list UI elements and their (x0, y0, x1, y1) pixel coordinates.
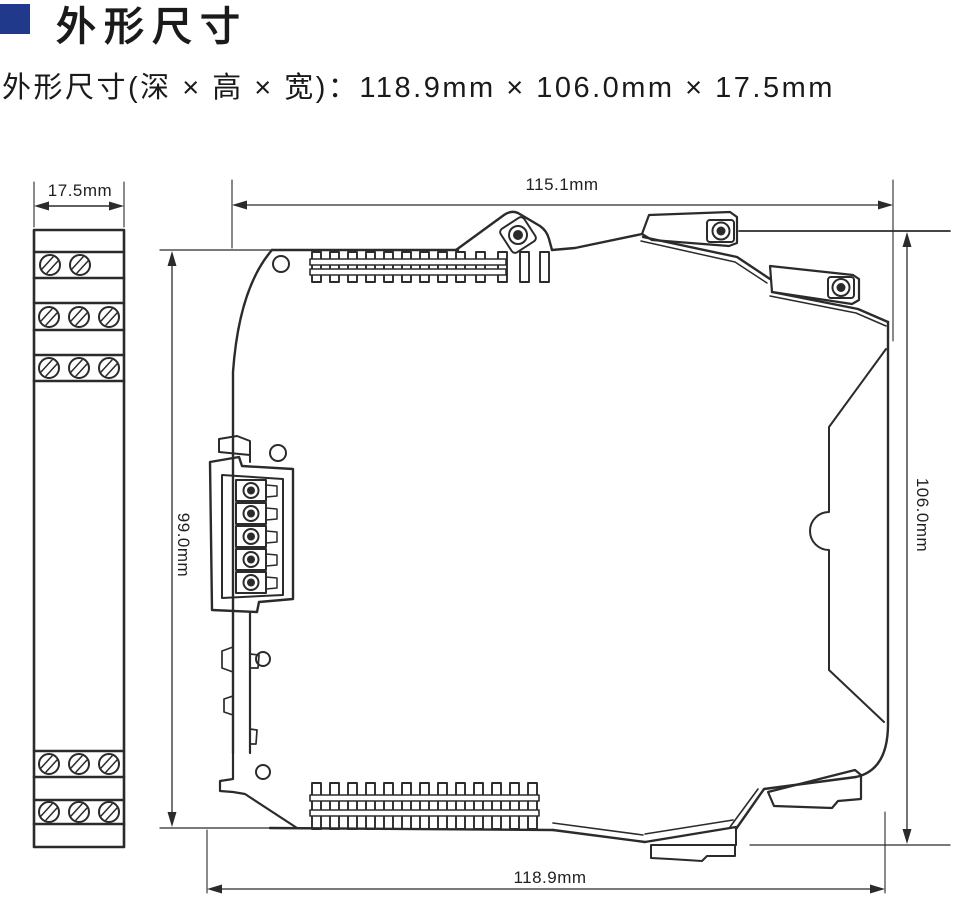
din-latch (650, 844, 736, 862)
side-left-dimension-label: 99.0mm (174, 512, 193, 578)
terminal-screws (38, 254, 120, 823)
bottom-right-clip (766, 768, 863, 810)
case-hole-top (272, 255, 290, 273)
page-title: 外形尺寸 (56, 5, 248, 49)
front-width-dimension-label: 17.5mm (47, 181, 113, 200)
bottom-vent-slots (309, 782, 540, 830)
arrowhead-left (34, 201, 49, 211)
right-bevel-edge (809, 348, 887, 723)
side-bottom-dimension-label: 118.9mm (513, 868, 587, 887)
title-bullet-square (0, 4, 30, 34)
front-view-drawing (32, 181, 126, 849)
dimensions-summary-text: 外形尺寸(深 × 高 × 宽)：118.9mm × 106.0mm × 17.5… (2, 72, 835, 104)
upper-clip-screw (706, 219, 735, 243)
wedge-screw (499, 216, 537, 254)
case-hole-lower2 (255, 764, 271, 780)
top-vent-slots (309, 251, 550, 283)
side-right-dimension-label: 106.0mm (913, 477, 932, 553)
arrowhead-right (109, 201, 124, 211)
case-hole-lower1 (255, 651, 271, 667)
side-view-drawing (159, 179, 951, 894)
lower-clip-screw (827, 276, 855, 299)
case-hole-mid (269, 444, 287, 462)
side-top-dimension-label: 115.1mm (525, 175, 599, 194)
bottom-left-foot (218, 751, 299, 830)
plug-connector (208, 455, 295, 614)
